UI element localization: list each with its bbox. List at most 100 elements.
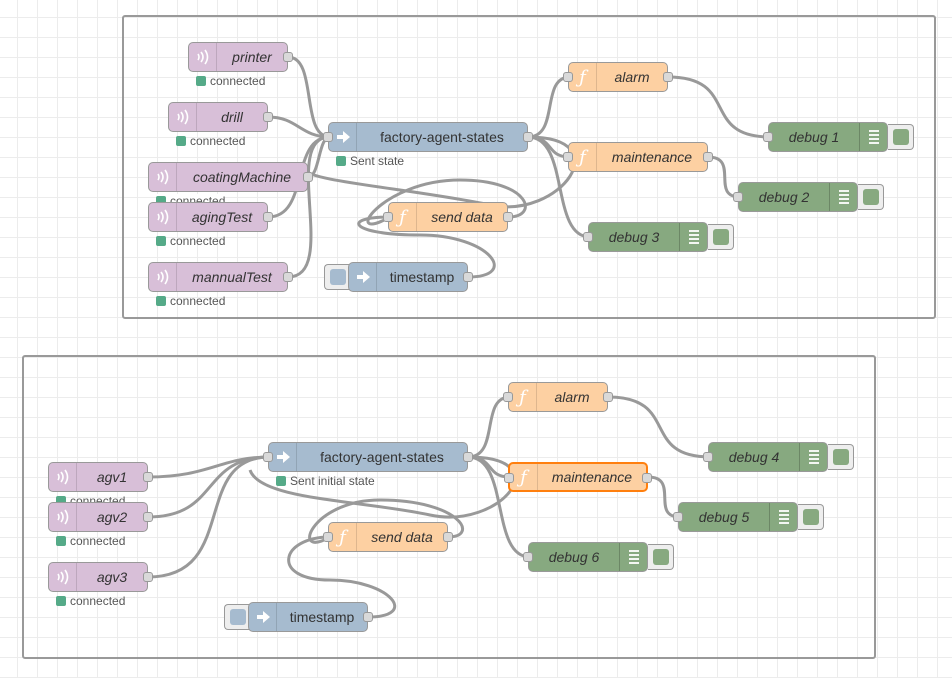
input-port[interactable] — [563, 152, 573, 162]
node-status: Sent initial state — [276, 474, 375, 488]
mqtt-in-node-coating[interactable]: coatingMachine — [148, 162, 313, 192]
input-port[interactable] — [523, 552, 533, 562]
status-text: connected — [170, 234, 226, 248]
debug-toggle-button[interactable] — [858, 184, 884, 210]
output-port[interactable] — [642, 473, 652, 483]
debug-node-1[interactable]: debug 1 — [763, 122, 888, 152]
debug-node-3[interactable]: debug 3 — [583, 222, 708, 252]
node-status: connected — [156, 294, 225, 308]
factory-agent-states-node[interactable]: factory-agent-states — [323, 122, 533, 152]
node-label: timestamp — [289, 609, 355, 625]
status-dot — [56, 496, 66, 506]
flow-group-2[interactable] — [22, 355, 876, 659]
mqtt-in-node-aging[interactable]: agingTest — [148, 202, 273, 232]
bridge-icon — [49, 463, 77, 491]
output-port[interactable] — [463, 452, 473, 462]
debug-list-icon — [679, 223, 707, 251]
debug-toggle-button[interactable] — [828, 444, 854, 470]
input-port[interactable] — [263, 452, 273, 462]
function-node-maintenance-selected[interactable]: ƒ maintenance — [504, 462, 652, 492]
mqtt-in-node-mannual[interactable]: mannualTest — [148, 262, 293, 292]
node-label: printer — [232, 49, 272, 65]
input-port[interactable] — [323, 132, 333, 142]
flow-group-1[interactable] — [122, 15, 936, 319]
output-port[interactable] — [303, 172, 313, 182]
node-status: Sent state — [336, 154, 404, 168]
input-port[interactable] — [583, 232, 593, 242]
output-port[interactable] — [523, 132, 533, 142]
input-port[interactable] — [563, 72, 573, 82]
status-dot — [156, 196, 166, 206]
node-status: connected — [156, 234, 225, 248]
output-port[interactable] — [503, 212, 513, 222]
function-icon: ƒ — [569, 63, 597, 91]
input-port[interactable] — [733, 192, 743, 202]
output-port[interactable] — [143, 472, 153, 482]
node-label: factory-agent-states — [320, 449, 444, 465]
debug-toggle-button[interactable] — [798, 504, 824, 530]
function-node-alarm[interactable]: ƒ alarm — [563, 62, 673, 92]
debug-node-5[interactable]: debug 5 — [673, 502, 798, 532]
bridge-icon — [49, 503, 77, 531]
output-port[interactable] — [283, 272, 293, 282]
debug-toggle-button[interactable] — [708, 224, 734, 250]
arrow-in-icon — [329, 123, 357, 151]
debug-node-4[interactable]: debug 4 — [703, 442, 828, 472]
function-node-alarm[interactable]: ƒ alarm — [503, 382, 613, 412]
mqtt-in-node-printer[interactable]: printer — [188, 42, 293, 72]
input-port[interactable] — [504, 473, 514, 483]
node-label: debug 3 — [608, 229, 660, 245]
arrow-in-icon — [349, 263, 377, 291]
debug-list-icon — [619, 543, 647, 571]
node-label: debug 4 — [728, 449, 780, 465]
status-dot — [196, 76, 206, 86]
node-label: drill — [221, 109, 243, 125]
inject-node-timestamp[interactable]: timestamp — [248, 602, 373, 632]
debug-node-2[interactable]: debug 2 — [733, 182, 858, 212]
bridge-icon — [149, 203, 177, 231]
node-label: send data — [431, 209, 493, 225]
output-port[interactable] — [143, 572, 153, 582]
node-label: send data — [371, 529, 433, 545]
input-port[interactable] — [673, 512, 683, 522]
debug-toggle-button[interactable] — [888, 124, 914, 150]
mqtt-in-node-agv3[interactable]: agv3 — [48, 562, 153, 592]
function-icon: ƒ — [389, 203, 417, 231]
output-port[interactable] — [143, 512, 153, 522]
status-text: connected — [190, 134, 246, 148]
inject-trigger-button[interactable] — [224, 604, 250, 630]
input-port[interactable] — [323, 532, 333, 542]
function-node-send-data[interactable]: ƒ send data — [383, 202, 513, 232]
debug-node-6[interactable]: debug 6 — [523, 542, 648, 572]
function-node-send-data[interactable]: ƒ send data — [323, 522, 453, 552]
node-label: debug 5 — [698, 509, 750, 525]
output-port[interactable] — [463, 272, 473, 282]
node-label: agv3 — [96, 569, 128, 585]
output-port[interactable] — [663, 72, 673, 82]
node-label: timestamp — [389, 269, 455, 285]
mqtt-in-node-agv2[interactable]: agv2 — [48, 502, 153, 532]
inject-node-timestamp[interactable]: timestamp — [348, 262, 473, 292]
output-port[interactable] — [703, 152, 713, 162]
mqtt-in-node-drill[interactable]: drill — [168, 102, 273, 132]
inject-trigger-button[interactable] — [324, 264, 350, 290]
output-port[interactable] — [363, 612, 373, 622]
output-port[interactable] — [283, 52, 293, 62]
debug-toggle-button[interactable] — [648, 544, 674, 570]
output-port[interactable] — [263, 112, 273, 122]
function-node-maintenance[interactable]: ƒ maintenance — [563, 142, 713, 172]
input-port[interactable] — [703, 452, 713, 462]
mqtt-in-node-agv1[interactable]: agv1 — [48, 462, 153, 492]
input-port[interactable] — [503, 392, 513, 402]
output-port[interactable] — [263, 212, 273, 222]
arrow-in-icon — [269, 443, 297, 471]
input-port[interactable] — [763, 132, 773, 142]
input-port[interactable] — [383, 212, 393, 222]
node-status: connected — [56, 594, 125, 608]
output-port[interactable] — [603, 392, 613, 402]
node-label: alarm — [614, 69, 650, 85]
factory-agent-states-node[interactable]: factory-agent-states — [263, 442, 473, 472]
debug-list-icon — [859, 123, 887, 151]
output-port[interactable] — [443, 532, 453, 542]
